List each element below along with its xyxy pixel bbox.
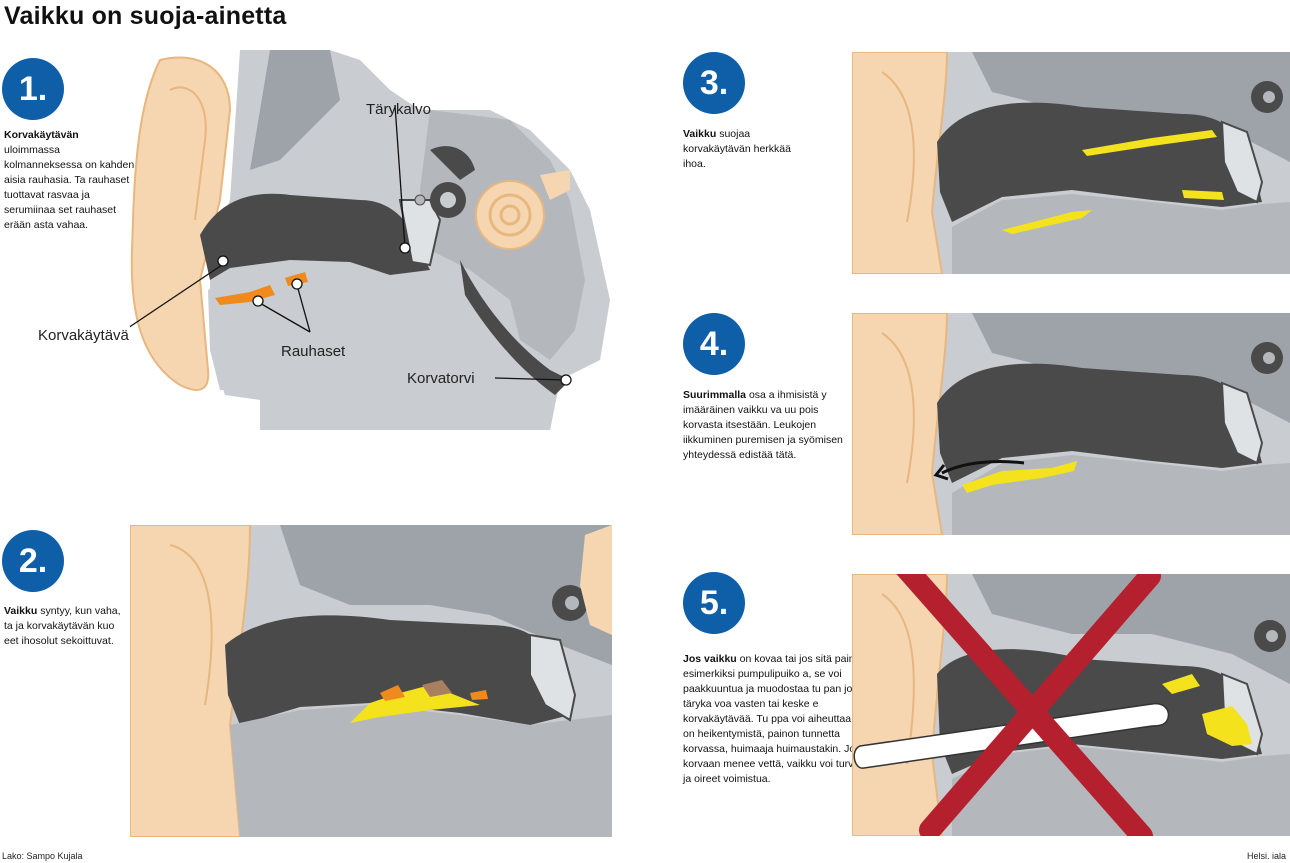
step-description-4: Suurimmalla osa a ihmisistä y imääräinen… — [683, 388, 843, 463]
step-text: on kovaa tai jos sitä painaa esimerkiksi… — [683, 653, 871, 785]
ear-cross-section-diagram — [130, 50, 610, 430]
label-korvatorvi: Korvatorvi — [407, 370, 475, 387]
label-korvakaytava: Korvakäytävä — [38, 327, 129, 344]
step-number: 1. — [18, 69, 48, 108]
step-text: osa a ihmisistä y imääräinen vaikku va u… — [683, 389, 843, 461]
step-description-3: Vaikku suojaa korvakäytävän herkkää ihoa… — [683, 127, 803, 172]
step-text: uloimmassa kolmanneksessa on kahden aisi… — [4, 144, 135, 231]
step-number: 2. — [18, 541, 48, 580]
step-description-1: Korvakäytävän uloimmassa kolmanneksessa … — [4, 128, 136, 233]
step-number: 4. — [699, 324, 729, 363]
step-badge-3: 3. — [683, 52, 745, 114]
ear-canal-cotton-swab-warning-diagram — [852, 574, 1290, 836]
step-badge-2: 2. — [2, 530, 64, 592]
ear-canal-wax-forming-diagram — [130, 525, 612, 837]
step-number: 5. — [699, 583, 729, 622]
step-badge-5: 5. — [683, 572, 745, 634]
ear-canal-wax-exiting-diagram — [852, 313, 1290, 535]
label-rauhaset: Rauhaset — [281, 343, 346, 360]
page-title: Vaikku on suoja-ainetta — [4, 2, 287, 30]
step-description-5: Jos vaikku on kovaa tai jos sitä painaa … — [683, 652, 879, 787]
credit-left: Lako: Sampo Kujala — [2, 851, 83, 861]
step-badge-4: 4. — [683, 313, 745, 375]
step-description-2: Vaikku syntyy, kun vaha, ta ja korvakäyt… — [4, 604, 124, 649]
step-text: suojaa korvakäytävän herkkää ihoa. — [683, 128, 791, 170]
step-text-bold: Jos vaikku — [683, 653, 737, 665]
step-text-bold: Korvakäytävän — [4, 129, 79, 141]
label-tarykalvo: Tärykalvo — [366, 101, 432, 118]
step-text-bold: Vaikku — [683, 128, 717, 140]
step-text: syntyy, kun vaha, ta ja korvakäytävän ku… — [4, 605, 121, 647]
ear-canal-wax-protecting-diagram — [852, 52, 1290, 274]
step-text-bold: Vaikku — [4, 605, 38, 617]
credit-right: Helsi. iala — [1246, 851, 1286, 861]
step-number: 3. — [699, 63, 729, 102]
step-text-bold: Suurimmalla — [683, 389, 747, 401]
step-badge-1: 1. — [2, 58, 64, 120]
